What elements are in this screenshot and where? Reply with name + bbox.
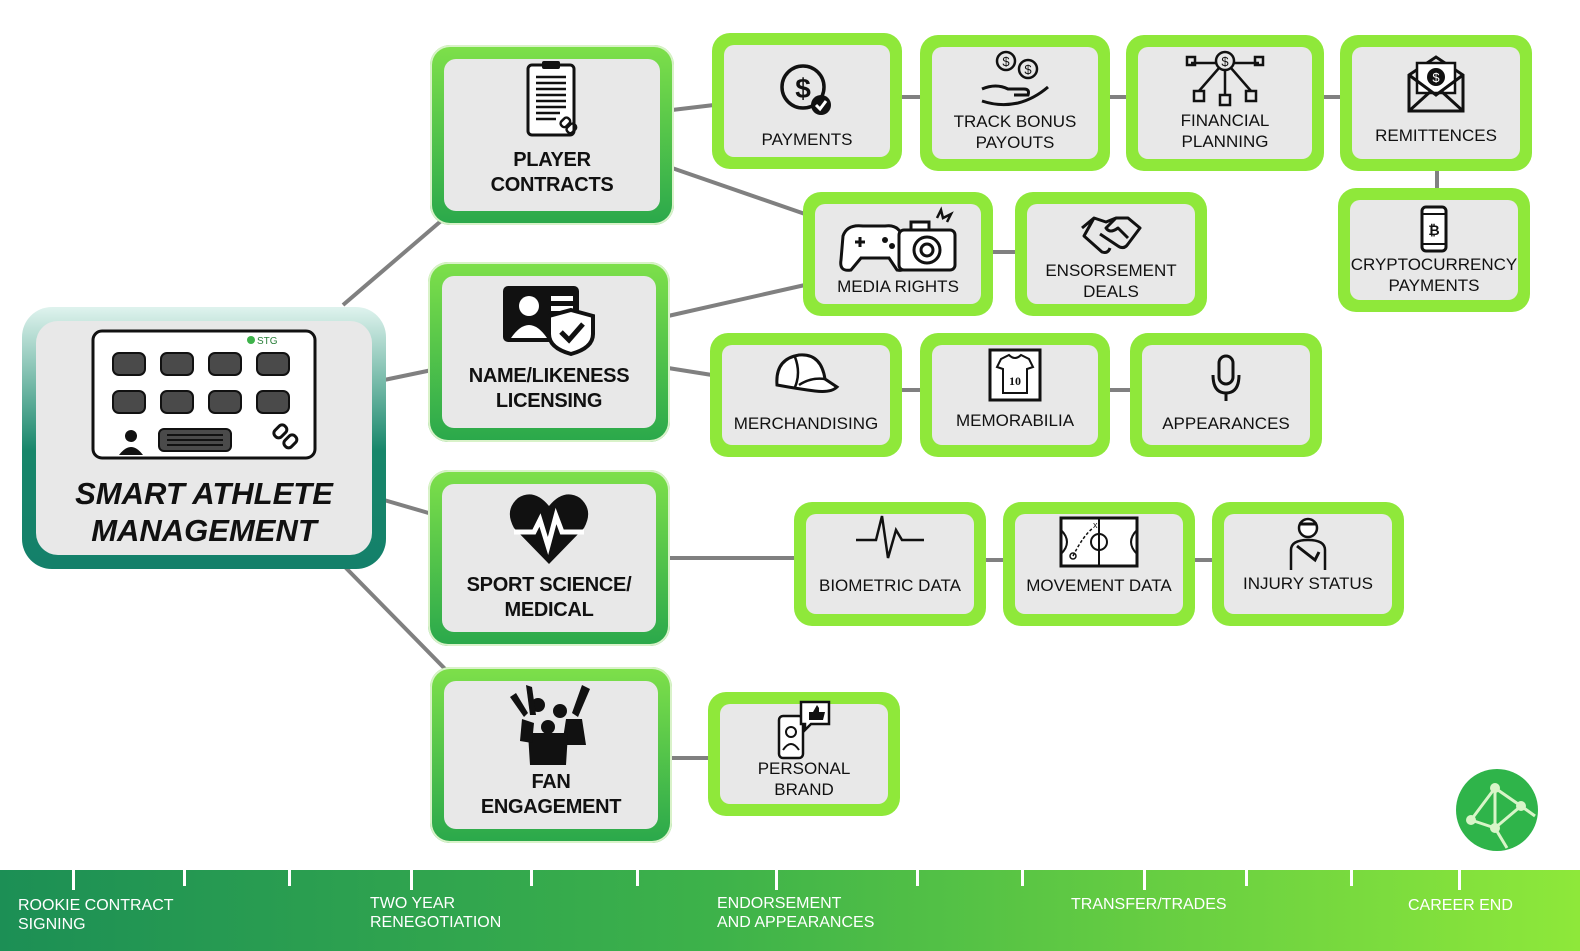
timeline-tick [183, 870, 186, 886]
connector-root-likeness [383, 368, 433, 382]
timeline-tick [775, 870, 778, 890]
network-globe-logo-icon [1455, 768, 1539, 857]
jersey-number: 10 [1009, 374, 1021, 388]
connector-root-contracts [341, 213, 450, 307]
leaf-media-rights[interactable]: MEDIA RIGHTS [803, 192, 993, 316]
category-label: NAME/LIKENESS LICENSING [468, 365, 630, 412]
connector-root-science [383, 498, 433, 516]
category-label: SPORT SCIENCE/ MEDICAL [466, 574, 632, 621]
leaf-payments[interactable]: $ PAYMENTS [712, 33, 902, 169]
leaf-label: CRYPTOCURRENCY PAYMENTS [1350, 255, 1518, 295]
timeline-tick [288, 870, 291, 886]
leaf-label: FINANCIAL PLANNING [1180, 111, 1270, 151]
leaf-track-bonus-payouts[interactable]: $ $ TRACK BONUS PAYOUTS [920, 35, 1110, 171]
timeline-tick [1021, 870, 1024, 886]
leaf-remittences[interactable]: $ REMITTENCES [1340, 35, 1532, 171]
timeline-label-endorsement: ENDORSEMENT AND APPEARANCES [717, 895, 875, 931]
root-title-line1: SMART ATHLETE [75, 476, 333, 511]
connector-likeness-merch [667, 366, 713, 377]
category-player-contracts[interactable]: PLAYER CONTRACTS [430, 45, 674, 225]
timeline-tick [1350, 870, 1353, 886]
leaf-biometric-data[interactable]: BIOMETRIC DATA [794, 502, 986, 626]
leaf-merchandising[interactable]: MERCHANDISING [710, 333, 902, 457]
svg-text:x: x [1093, 520, 1098, 530]
leaf-label: MOVEMENT DATA [1026, 576, 1172, 595]
timeline-tick [1458, 870, 1461, 890]
leaf-injury-status[interactable]: INJURY STATUS [1212, 502, 1404, 626]
career-timeline-bar: ROOKIE CONTRACT SIGNING TWO YEAR RENEGOT… [0, 870, 1580, 951]
timeline-label-renegotiation: TWO YEAR RENEGOTIATION [370, 895, 502, 931]
timeline-tick [916, 870, 919, 886]
pulse-line-icon [854, 512, 926, 562]
leaf-endorsement-deals[interactable]: ENSORSEMENT DEALS [1015, 192, 1207, 316]
svg-text:$: $ [795, 73, 811, 104]
svg-text:$: $ [1221, 54, 1229, 69]
cap-icon [771, 349, 841, 397]
handshake-icon [1080, 210, 1142, 254]
timeline-tick [1143, 870, 1146, 890]
leaf-label: TRACK BONUS PAYOUTS [953, 112, 1077, 152]
leaf-label: BIOMETRIC DATA [819, 576, 961, 595]
svg-text:$: $ [1432, 70, 1440, 85]
timeline-label-rookie: ROOKIE CONTRACT SIGNING [18, 897, 174, 933]
timeline-label-transfer: TRANSFER/TRADES [1071, 896, 1227, 913]
connector-likeness-media [667, 283, 806, 318]
heartbeat-icon [508, 490, 590, 566]
timeline-tick [636, 870, 639, 886]
cheering-fans-icon [506, 683, 596, 767]
dashboard-app-icon: STG [91, 329, 317, 461]
leaf-label: MEDIA RIGHTS [837, 277, 959, 296]
svg-text:₿: ₿ [1428, 222, 1439, 238]
id-card-shield-icon [501, 282, 597, 356]
leaf-label: INJURY STATUS [1242, 574, 1374, 593]
leaf-label: APPEARANCES [1162, 414, 1290, 433]
dollar-network-icon: $ [1185, 49, 1265, 107]
leaf-movement-data[interactable]: x MOVEMENT DATA [1003, 502, 1195, 626]
connector-root-fan [343, 565, 454, 678]
root-node-body: STG SMART ATHLETE MANAGEMENT [36, 321, 372, 555]
category-name-likeness-licensing[interactable]: NAME/LIKENESS LICENSING [428, 262, 670, 442]
category-fan-engagement[interactable]: FAN ENGAGEMENT [430, 667, 672, 843]
leaf-label: REMITTENCES [1375, 126, 1497, 145]
connector-contracts-media [671, 166, 806, 216]
leaf-label: MEMORABILIA [955, 411, 1075, 430]
leaf-cryptocurrency-payments[interactable]: ₿ CRYPTOCURRENCY PAYMENTS [1338, 188, 1530, 312]
leaf-label: ENSORSEMENT DEALS [1045, 261, 1177, 301]
category-label: FAN ENGAGEMENT [480, 771, 622, 818]
phone-like-icon [775, 700, 833, 760]
timeline-tick [1245, 870, 1248, 886]
leaf-label: PAYMENTS [761, 130, 853, 149]
money-envelope-icon: $ [1405, 53, 1467, 115]
svg-text:$: $ [1024, 62, 1032, 77]
gamepad-camera-icon [837, 206, 959, 276]
smart-athlete-management-node[interactable]: STG SMART ATHLETE MANAGEMENT [22, 307, 386, 569]
connector-contracts-payments [671, 103, 715, 112]
svg-text:$: $ [1002, 54, 1010, 69]
timeline-tick [72, 870, 75, 890]
court-play-icon: x [1059, 516, 1139, 568]
leaf-personal-brand[interactable]: PERSONAL BRAND [708, 692, 900, 816]
timeline-label-career-end: CAREER END [1408, 897, 1513, 914]
framed-jersey-icon: 10 [987, 347, 1043, 403]
contract-clipboard-icon [524, 59, 580, 139]
leaf-label: MERCHANDISING [733, 414, 879, 433]
timeline-tick [410, 870, 413, 890]
bitcoin-phone-icon: ₿ [1419, 204, 1449, 254]
leaf-label: PERSONAL BRAND [757, 759, 851, 799]
root-title-line2: MANAGEMENT [91, 513, 317, 548]
category-sport-science-medical[interactable]: SPORT SCIENCE/ MEDICAL [428, 470, 670, 646]
injured-person-icon [1287, 516, 1329, 572]
leaf-memorabilia[interactable]: 10 MEMORABILIA [920, 333, 1110, 457]
dollar-check-icon: $ [779, 59, 835, 117]
leaf-financial-planning[interactable]: $ FINANCIAL PLANNING [1126, 35, 1324, 171]
hand-coins-icon: $ $ [978, 49, 1052, 107]
leaf-appearances[interactable]: APPEARANCES [1130, 333, 1322, 457]
root-title: SMART ATHLETE MANAGEMENT [36, 475, 372, 549]
stg-logo-text: STG [257, 336, 278, 347]
timeline-tick [530, 870, 533, 886]
microphone-icon [1208, 353, 1244, 403]
category-label: PLAYER CONTRACTS [490, 149, 614, 196]
